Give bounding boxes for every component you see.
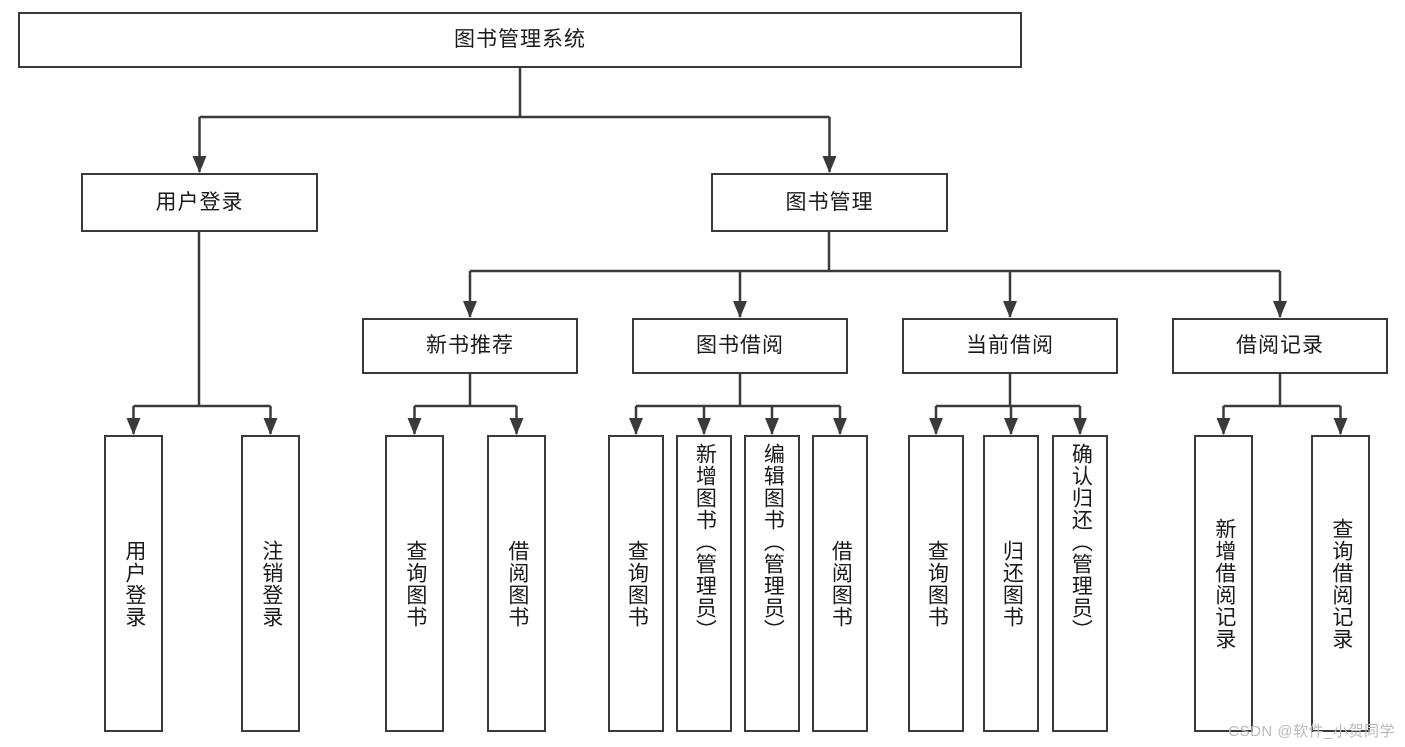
node-label: 确认归还（管理员） [1069,443,1093,641]
arrow-head [126,418,141,435]
node-l7[interactable]: 编辑图书（管理员） [744,435,800,732]
node-l8[interactable]: 借阅图书 [812,435,868,732]
arrow-head [1273,301,1287,318]
node-l4[interactable]: 借阅图书 [487,435,546,732]
node-l3[interactable]: 查询图书 [385,435,444,732]
arrow-head [509,418,524,435]
node-label: 图书管理系统 [454,28,586,52]
node-login[interactable]: 用户登录 [81,173,318,232]
node-current[interactable]: 当前借阅 [902,318,1118,374]
node-root[interactable]: 图书管理系统 [18,12,1022,68]
node-label: 借阅图书 [505,539,529,628]
arrow-head [463,301,477,318]
watermark-text: CSDN @软件_小贺同学 [1228,723,1395,740]
node-label: 用户登录 [122,539,146,628]
arrow-head [929,418,943,435]
node-label: 新增图书（管理员） [693,443,717,641]
node-borrow[interactable]: 图书借阅 [632,318,848,374]
arrow-head [765,418,779,435]
node-label: 用户登录 [155,190,244,214]
node-label: 借阅记录 [1236,334,1324,358]
node-record[interactable]: 借阅记录 [1172,318,1388,374]
node-l5[interactable]: 查询图书 [608,435,664,732]
arrow-head [833,418,847,435]
arrow-head [822,156,837,173]
node-bookmgmt[interactable]: 图书管理 [711,173,948,232]
arrow-head [733,301,747,318]
node-label: 注销登录 [259,539,283,628]
node-label: 编辑图书（管理员） [761,443,785,641]
arrow-head [1216,418,1231,435]
node-l2[interactable]: 注销登录 [241,435,300,732]
node-label: 新书推荐 [426,334,514,358]
node-l1[interactable]: 用户登录 [104,435,163,732]
arrow-head [407,418,422,435]
node-l13[interactable]: 查询借阅记录 [1311,435,1370,732]
node-label: 查询图书 [403,539,427,628]
node-l9[interactable]: 查询图书 [908,435,964,732]
arrow-head [263,418,278,435]
arrow-head [697,418,711,435]
arrow-head [1004,418,1018,435]
node-newbook[interactable]: 新书推荐 [362,318,578,374]
node-l12[interactable]: 新增借阅记录 [1194,435,1253,732]
node-l11[interactable]: 确认归还（管理员） [1052,435,1108,732]
arrow-head [192,156,207,173]
node-label: 新增借阅记录 [1212,517,1236,650]
node-label: 图书管理 [785,190,874,214]
node-label: 图书借阅 [696,334,784,358]
node-label: 查询图书 [625,539,649,628]
node-l10[interactable]: 归还图书 [983,435,1039,732]
node-label: 查询图书 [925,539,949,628]
arrow-head [629,418,643,435]
arrow-head [1073,418,1087,435]
node-l6[interactable]: 新增图书（管理员） [676,435,732,732]
node-label: 查询借阅记录 [1329,517,1353,650]
node-label: 归还图书 [1000,539,1024,628]
arrow-head [1333,418,1348,435]
node-label: 借阅图书 [829,539,853,628]
arrow-head [1003,301,1017,318]
node-label: 当前借阅 [966,334,1054,358]
